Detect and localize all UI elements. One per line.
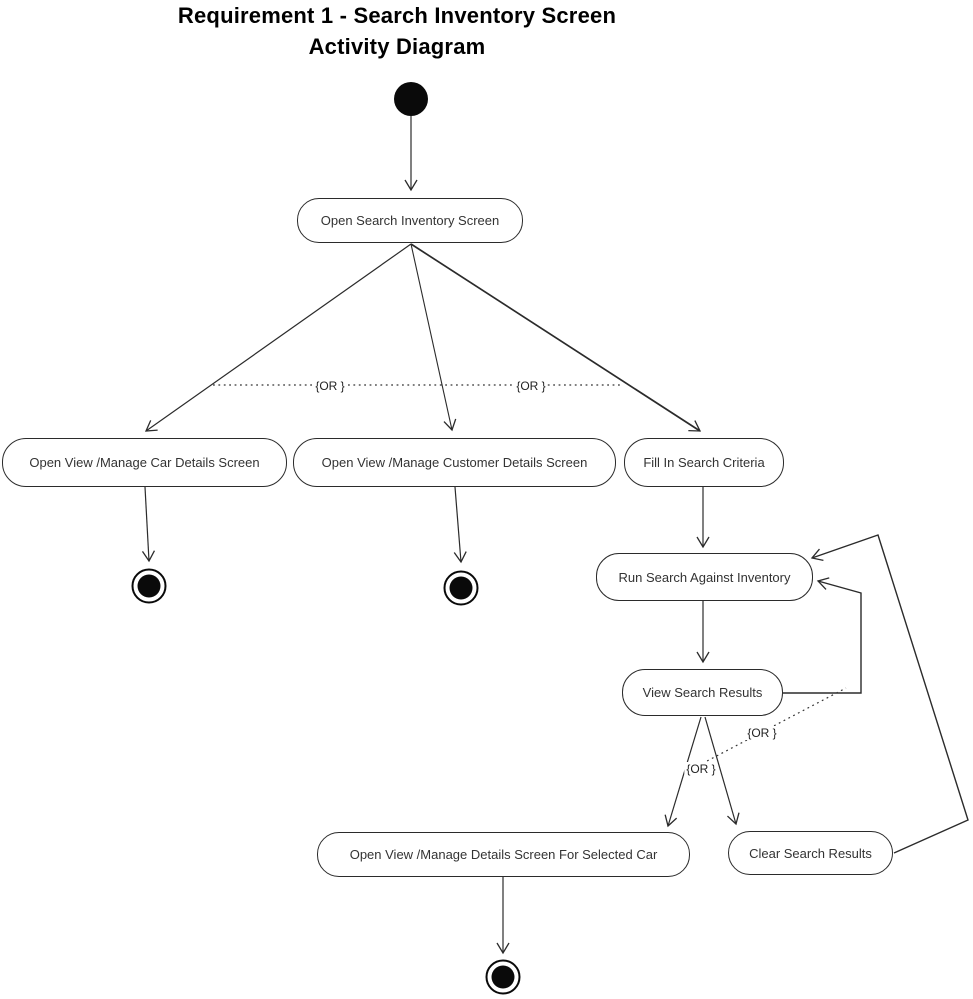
- activity-open-view-manage-details-screen-for-selected-car: Open View /Manage Details Screen For Sel…: [317, 832, 690, 877]
- activity-open-search-inventory-screen: Open Search Inventory Screen: [297, 198, 523, 243]
- edge-customer-details-to-final: [453, 486, 467, 564]
- edge-open-search-to-car-details: [144, 243, 412, 432]
- or-constraint-label-top-right: {OR }: [514, 379, 548, 393]
- activity-clear-search-results: Clear Search Results: [728, 831, 893, 875]
- edge-open-search-to-fill-criteria: [410, 243, 702, 432]
- initial-node: [394, 82, 428, 116]
- or-constraint-label-bottom-left: {OR }: [684, 762, 718, 776]
- activity-open-view-manage-car-details-screen: Open View /Manage Car Details Screen: [2, 438, 287, 487]
- edge-open-search-to-customer-details: [410, 243, 457, 432]
- page-title-line2: Activity Diagram: [308, 34, 486, 59]
- edge-car-details-to-final: [141, 486, 156, 563]
- page-title: Requirement 1 - Search Inventory Screen …: [57, 0, 737, 62]
- final-node-customer-details: [443, 570, 479, 606]
- final-node-car-details: [131, 568, 167, 604]
- or-constraint-label-bottom-right: {OR }: [745, 726, 779, 740]
- or-constraint-label-top-left: {OR }: [313, 379, 347, 393]
- activity-view-search-results: View Search Results: [622, 669, 783, 716]
- edge-view-results-loop-to-run-search: [783, 577, 862, 694]
- activity-open-view-manage-customer-details-screen: Open View /Manage Customer Details Scree…: [293, 438, 616, 487]
- page-title-line1: Requirement 1 - Search Inventory Screen: [177, 3, 617, 28]
- final-node-selected-car: [485, 959, 521, 995]
- edge-view-results-to-clear-results: [704, 716, 740, 826]
- activity-run-search-against-inventory: Run Search Against Inventory: [596, 553, 813, 601]
- edge-clear-results-loop-to-run-search: [810, 534, 969, 854]
- activity-fill-in-search-criteria: Fill In Search Criteria: [624, 438, 784, 487]
